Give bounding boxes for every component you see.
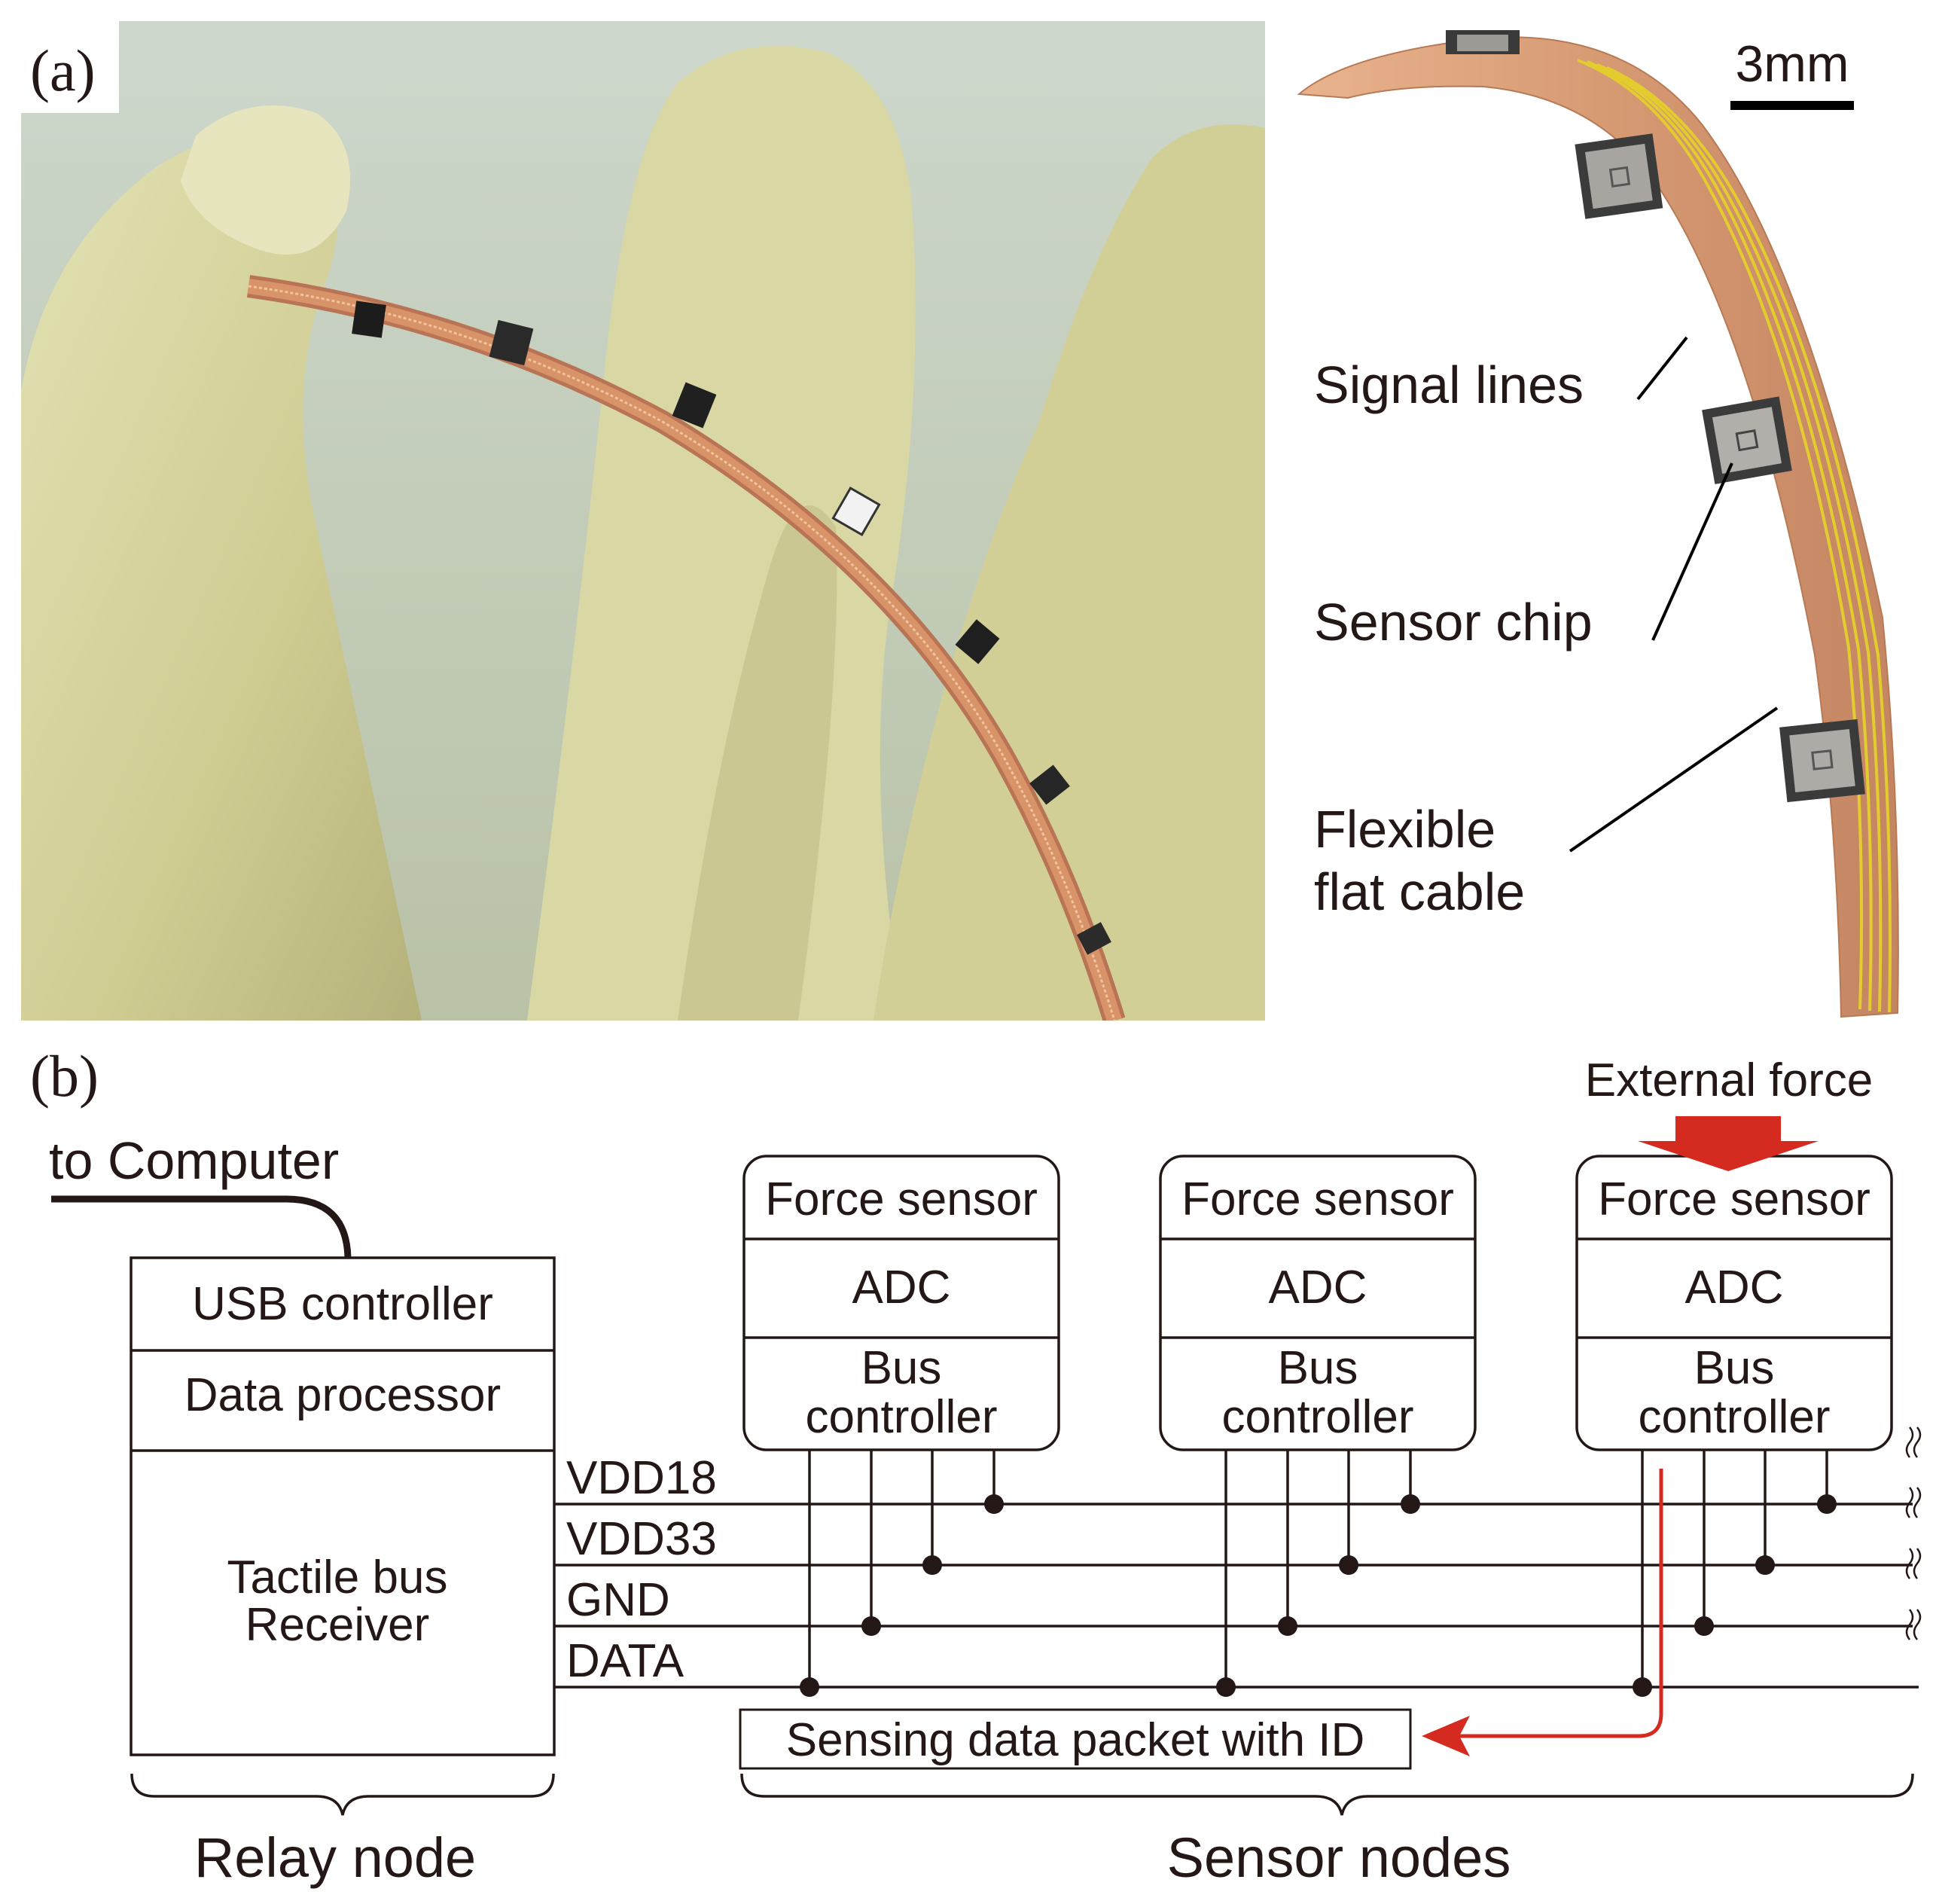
panel-a-label: (a) bbox=[30, 38, 96, 103]
callout-leader-sensor-chip bbox=[1651, 462, 1733, 641]
callout-signal-lines: Signal lines bbox=[1314, 355, 1584, 414]
bus-line-label-data: DATA bbox=[566, 1635, 684, 1687]
controller-label: controller bbox=[1222, 1391, 1414, 1443]
to-computer-label: to Computer bbox=[49, 1131, 339, 1190]
controller-label: controller bbox=[1639, 1391, 1831, 1443]
signal-lines bbox=[1577, 59, 1892, 1013]
external-force-arrow bbox=[1638, 1116, 1819, 1171]
force-sensor-label: Force sensor bbox=[765, 1173, 1038, 1225]
scale-bar-label: 3mm bbox=[1735, 35, 1849, 93]
adc-label: ADC bbox=[1685, 1262, 1784, 1314]
sensor-node-1: Force sensor ADC Bus controller bbox=[742, 1155, 1060, 1697]
data-processor-label: Data processor bbox=[184, 1369, 501, 1421]
sensor-nodes-group-label: Sensor nodes bbox=[1167, 1826, 1511, 1889]
sensor-node-3: Force sensor ADC Bus controller bbox=[1575, 1155, 1893, 1697]
relay-node-brace bbox=[130, 1773, 555, 1816]
adc-label: ADC bbox=[1269, 1262, 1367, 1314]
callout-leader-flexible bbox=[1569, 706, 1779, 853]
adc-label: ADC bbox=[852, 1262, 951, 1314]
controller-label: controller bbox=[806, 1391, 998, 1443]
sensor-chip-highlight bbox=[1702, 396, 1792, 484]
usb-controller-label: USB controller bbox=[192, 1278, 493, 1330]
external-force-label: External force bbox=[1585, 1054, 1873, 1106]
bus-line-label-vdd18: VDD18 bbox=[566, 1452, 717, 1504]
bus-label: Bus bbox=[1694, 1342, 1775, 1394]
panel-a-label-bg bbox=[21, 21, 119, 113]
callout-leader-signal-lines bbox=[1636, 336, 1688, 401]
callout-sensor-chip: Sensor chip bbox=[1314, 593, 1593, 651]
packet-box bbox=[739, 1708, 1412, 1770]
bus-label: Bus bbox=[861, 1342, 942, 1394]
bus-line-label-vdd33: VDD33 bbox=[566, 1513, 717, 1565]
rendered-flex-cable bbox=[1297, 30, 1899, 1018]
sensor-node-2: Force sensor ADC Bus controller bbox=[1159, 1155, 1477, 1697]
panel-b-label: (b) bbox=[30, 1043, 99, 1109]
callout-flat-cable: flat cable bbox=[1314, 862, 1525, 921]
force-sensor-label: Force sensor bbox=[1181, 1173, 1454, 1225]
receiver-label: Receiver bbox=[245, 1599, 430, 1651]
force-sensor-label: Force sensor bbox=[1598, 1173, 1870, 1225]
data-packet-arrow bbox=[1457, 1469, 1663, 1738]
tactile-bus-label: Tactile bus bbox=[227, 1552, 448, 1603]
callout-flexible: Flexible bbox=[1314, 800, 1495, 859]
rendered-chip bbox=[1575, 133, 1663, 219]
bus-line-label-gnd: GND bbox=[566, 1574, 670, 1626]
rendered-chip bbox=[1446, 30, 1520, 54]
rendered-chip bbox=[1779, 719, 1865, 803]
continuation-marks bbox=[1905, 1426, 1922, 1640]
packet-label: Sensing data packet with ID bbox=[786, 1714, 1365, 1766]
data-packet-arrowhead bbox=[1422, 1716, 1470, 1756]
sensor-nodes-brace bbox=[740, 1773, 1914, 1816]
bus-label: Bus bbox=[1278, 1342, 1358, 1394]
relay-node-group-label: Relay node bbox=[194, 1826, 476, 1889]
relay-node: USB controller Data processor Tactile bu… bbox=[130, 1256, 556, 1756]
bus-lines bbox=[554, 1503, 1919, 1689]
panel-a-photo bbox=[21, 21, 1265, 1021]
usb-cable bbox=[51, 1195, 352, 1259]
